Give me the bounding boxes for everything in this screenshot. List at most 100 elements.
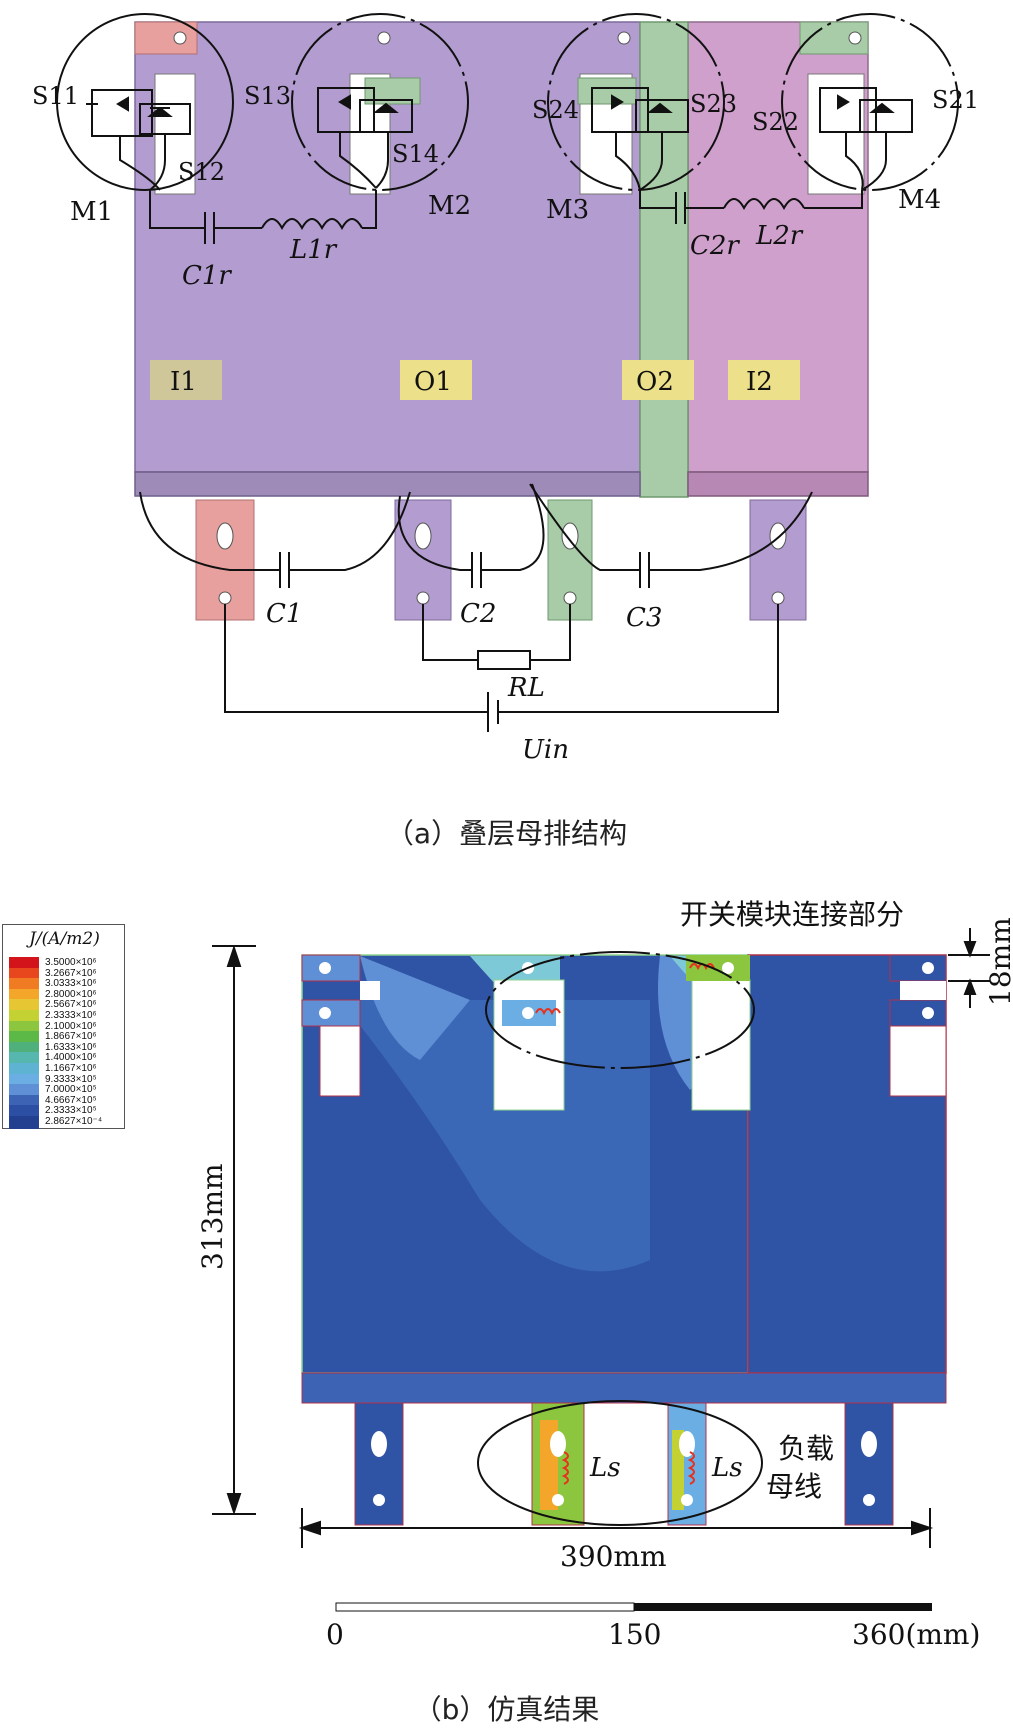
legend-swatch (9, 1063, 39, 1076)
scale-bar-light (335, 1602, 635, 1612)
label-c2: C2 (460, 599, 496, 629)
legend-label: 1.1667×10⁶ (45, 1063, 97, 1074)
module-circle-m2 (291, 13, 469, 191)
switch-pair-m2 (317, 87, 413, 189)
label-c3: C3 (626, 603, 662, 633)
field-hole (679, 1431, 695, 1457)
label-s14: S14 (392, 140, 439, 168)
field-hole (922, 1007, 934, 1019)
field-region-light (360, 956, 470, 1060)
resonant-tank-1 (149, 190, 377, 244)
label-uin: Uin (522, 735, 569, 765)
field-region-mid (340, 1000, 650, 1272)
busbar-bottom-edge-right (687, 471, 869, 497)
legend-label: 3.2667×10⁶ (45, 967, 97, 979)
annotation-ellipse-switch (485, 951, 755, 1069)
field-hole (371, 1431, 387, 1457)
legend-swatch (9, 1010, 39, 1023)
dim-tab-label: 18mm (984, 917, 1013, 1006)
legend-swatch (9, 1052, 39, 1066)
field-hole (863, 1494, 875, 1506)
legend-swatch (9, 957, 39, 970)
legend-swatch (9, 1094, 39, 1108)
legend-label: 1.6333×10⁶ (45, 1041, 97, 1053)
field-hole (373, 1494, 385, 1506)
terminal-label-o2: O2 (636, 367, 674, 397)
slot-m3-tab (577, 77, 637, 105)
field-hole (922, 962, 934, 974)
switch-pair-m1 (86, 89, 191, 191)
legend-label: 2.8000×10⁶ (45, 988, 97, 1000)
annotation-ellipse-load (477, 1400, 763, 1526)
legend-label: 2.3333×10⁶ (45, 1010, 97, 1021)
field-slot-tab (686, 955, 750, 981)
legend-swatch (9, 999, 39, 1013)
field-right-tab (889, 954, 947, 982)
label-c2r: C2r (690, 231, 740, 261)
load-tab (844, 1402, 894, 1526)
terminal-hole (414, 522, 432, 550)
label-ls-left: Ls (589, 1453, 621, 1483)
label-s22: S22 (752, 108, 799, 136)
caption-panel-b: （b）仿真结果 (413, 1693, 600, 1726)
terminal-box-i2 (728, 360, 800, 400)
field-cutout (900, 981, 946, 1000)
label-s21: S21 (932, 86, 979, 114)
label-m1: M1 (70, 197, 113, 227)
terminal-label-o1: O1 (414, 367, 452, 397)
load-tab (354, 1402, 404, 1526)
inductance-mark (535, 1008, 561, 1016)
label-s24: S24 (532, 96, 579, 124)
module-circle-m3 (547, 13, 725, 191)
terminal-hole (769, 522, 787, 550)
terminal-label-i1: I1 (170, 367, 197, 397)
label-rl: RL (507, 673, 545, 703)
label-l2r: L2r (755, 221, 804, 251)
module-circle-m1 (56, 13, 234, 191)
slot-m4 (807, 73, 865, 195)
legend-swatch (9, 988, 39, 1002)
legend-swatch (9, 1116, 39, 1129)
field-hole (550, 1431, 566, 1457)
scale-label-mid: 150 (608, 1618, 661, 1651)
terminal-hole (771, 591, 785, 605)
field-hole (552, 1494, 564, 1506)
legend-swatch (9, 1020, 39, 1034)
field-hole (722, 962, 734, 974)
legend-label: 2.8627×10⁻⁴ (45, 1116, 103, 1127)
switch-pair-m3 (591, 87, 689, 191)
legend-label: 4.6667×10⁵ (45, 1094, 97, 1106)
legend-label: 7.0000×10⁵ (45, 1084, 97, 1096)
label-l1r: L1r (289, 235, 338, 265)
field-cutout (889, 1025, 947, 1097)
annotation-load-line1: 负载 (778, 1432, 834, 1465)
terminal-hole (218, 591, 232, 605)
legend-label: 1.8667×10⁶ (45, 1031, 97, 1043)
caption-panel-a: （a）叠层母排结构 (385, 817, 628, 850)
field-hole (522, 1007, 534, 1019)
legend-label: 3.5000×10⁶ (45, 957, 97, 968)
terminal-box-o1 (400, 360, 472, 400)
terminal-label-i2: I2 (746, 367, 773, 397)
panel-b-simulation (212, 928, 990, 1612)
annotation-load-line2: 母线 (766, 1470, 822, 1503)
field-bottom-edge (301, 1372, 947, 1404)
terminal-hole (416, 591, 430, 605)
terminal-hole (561, 522, 579, 550)
switch-pair-m4 (819, 87, 913, 191)
field-hole (681, 1494, 693, 1506)
label-s23: S23 (690, 90, 737, 118)
terminal-hole (216, 522, 234, 550)
legend-label: 2.1000×10⁶ (45, 1020, 97, 1032)
label-m2: M2 (428, 191, 471, 221)
field-hole (319, 962, 331, 974)
legend-label: 3.0333×10⁶ (45, 978, 97, 990)
legend-swatch (9, 978, 39, 992)
annotation-switch-module: 开关模块连接部分 (680, 898, 904, 931)
field-cutout (360, 981, 380, 1000)
label-m3: M3 (546, 195, 589, 225)
field-slot (493, 979, 565, 1111)
field-hole (722, 1007, 734, 1019)
mount-hole (617, 31, 631, 45)
